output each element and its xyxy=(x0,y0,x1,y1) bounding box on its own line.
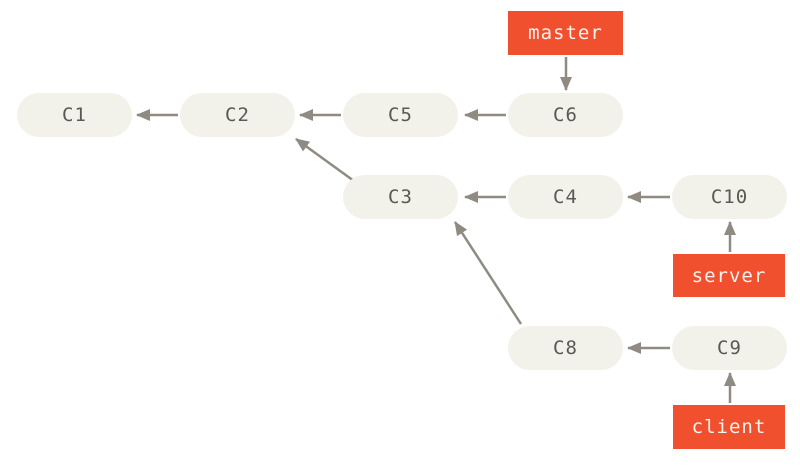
commit-label: C4 xyxy=(553,186,578,208)
commit-node-c8: C8 xyxy=(508,326,623,370)
commit-node-c6: C6 xyxy=(508,93,623,137)
edge-c3-to-c2 xyxy=(295,137,355,183)
edge-c8-to-c3 xyxy=(453,221,523,325)
commit-label: C8 xyxy=(553,337,578,359)
commit-node-c10: C10 xyxy=(672,175,787,219)
commit-node-c4: C4 xyxy=(508,175,623,219)
commit-node-c1: C1 xyxy=(17,93,132,137)
commit-node-c5: C5 xyxy=(343,93,458,137)
commit-node-c2: C2 xyxy=(180,93,295,137)
commit-label: C3 xyxy=(388,186,413,208)
branch-name: server xyxy=(691,264,767,287)
branch-name: master xyxy=(528,22,603,44)
commit-label: C5 xyxy=(388,104,413,126)
commit-node-c3: C3 xyxy=(343,175,458,219)
commit-label: C1 xyxy=(62,104,87,126)
branch-label-master: master xyxy=(508,11,623,55)
commit-label: C2 xyxy=(225,104,250,126)
branch-label-server: server xyxy=(673,254,785,297)
commit-node-c9: C9 xyxy=(672,326,787,370)
branch-name: client xyxy=(691,416,767,438)
branch-label-client: client xyxy=(673,405,785,449)
commit-label: C6 xyxy=(553,104,578,126)
commit-label: C10 xyxy=(710,186,749,208)
commit-label: C9 xyxy=(717,337,742,359)
